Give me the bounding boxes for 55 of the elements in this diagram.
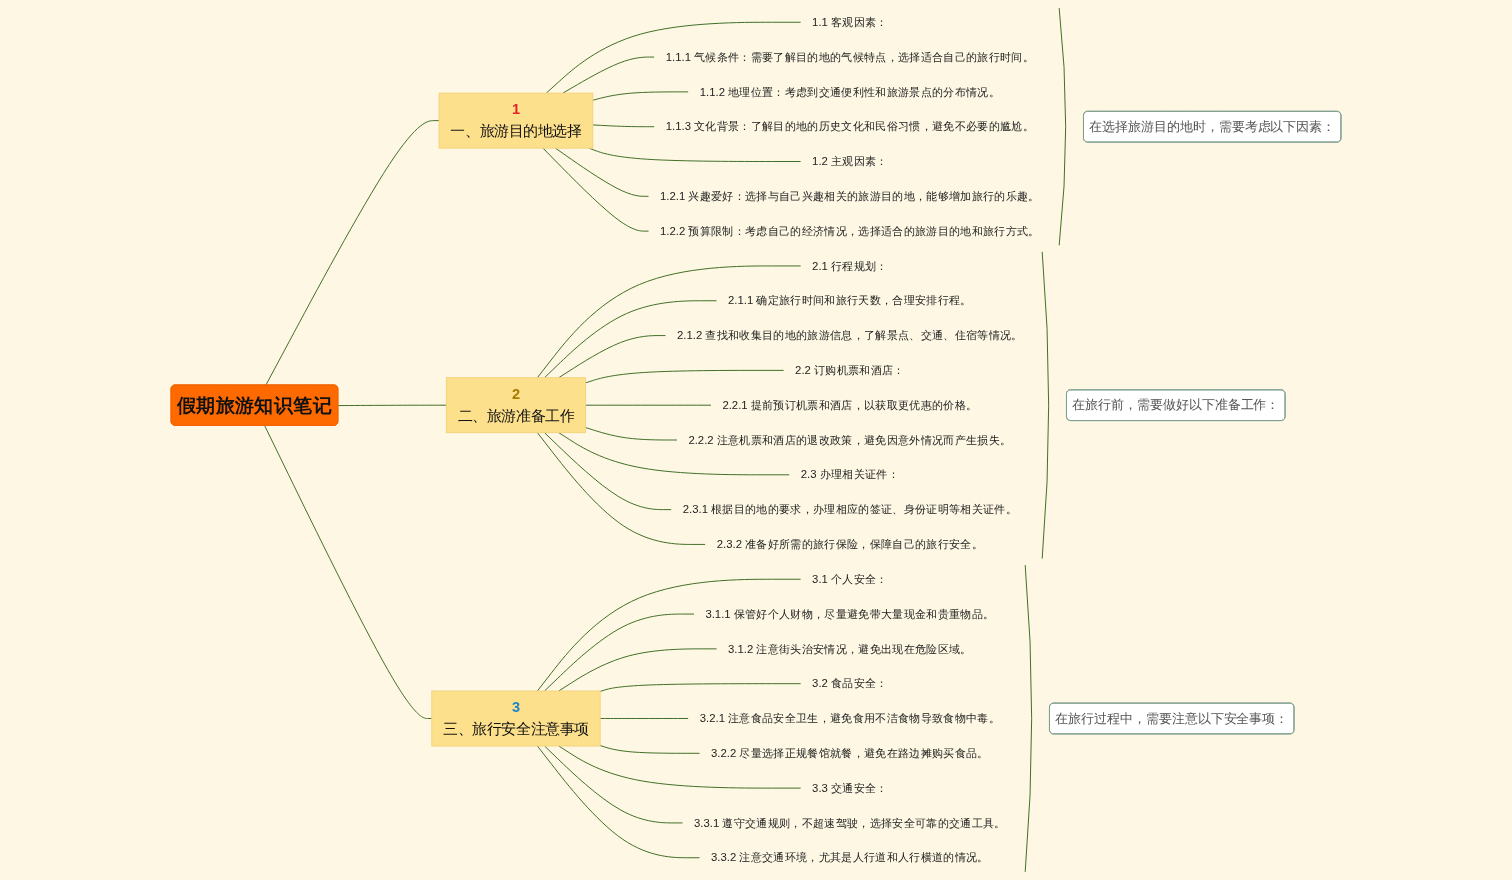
node-text: 1.2 主观因素： [812,154,888,168]
connector [554,147,650,197]
connector [599,745,701,754]
node-text: 2.2.2 注意机票和酒店的退改政策，避免因意外情况而产生损失。 [688,433,1012,447]
connector [558,745,802,789]
node-text: 2.1.1 确定旅行时间和旅行天数，合理安排行程。 [728,293,972,307]
node-text: 1.1.3 文化背景：了解目的地的历史文化和民俗习惯，避免不必要的尴尬。 [665,119,1035,133]
connector [562,56,655,94]
connector [592,124,655,128]
node-text: 3.1.1 保管好个人财物，尽量避免带大量现金和贵重物品。 [705,607,995,621]
node-box: 1 一、旅游目的地选择 [438,92,594,149]
connector [265,120,440,386]
node-text: 1.2.2 预算限制：考虑自己的经济情况，选择适合的旅游目的地和旅行方式。 [660,224,1040,238]
connector [536,265,802,379]
connector [599,718,689,719]
connector [544,432,672,511]
node-text: 3.3.2 注意交通环境，尤其是人行道和人行横道的情况。 [711,850,989,864]
connector [599,683,802,692]
node-text: 3.2.1 注意食品安全卫生，避免食用不洁食物导致食物中毒。 [699,711,1001,725]
node-text: 2.2 订购机票和酒店： [795,363,905,377]
connector [544,300,718,379]
node-text: 1.1.2 地理位置：考虑到交通便利性和旅游景点的分布情况。 [699,85,1001,98]
connector [558,648,718,692]
node-text: 3.2 食品安全： [812,676,888,690]
node-text: 1.2.1 兴趣爱好：选择与自己兴趣相关的旅游目的地，能够增加旅行的乐趣。 [660,189,1040,203]
node-text: 2.3 办理相关证件： [800,467,900,481]
node-text: 2.3.1 根据目的地的要求，办理相应的签证、身份证明等相关证件。 [682,502,1018,516]
connector [585,369,785,384]
node-text: 2.1.2 查找和收集目的地的旅游信息，了解景点、交通、住宿等情况。 [677,328,1023,342]
connector [545,21,802,94]
connector [536,745,701,859]
node-text: 3.3.1 遵守交通规则，不超速驾驶，选择安全可靠的交通工具。 [694,816,1006,829]
node-box: 2 二、旅游准备工作 [445,377,586,434]
node-text: 3.1.2 注意街头治安情况，避免出现在危险区域。 [728,641,972,655]
node-text: 1.1.1 气候条件：需要了解目的地的气候特点，选择适合自己的旅行时间。 [665,50,1035,64]
node-text: 2.2.1 提前预订机票和酒店，以获取更优惠的价格。 [722,398,978,412]
connector [544,745,684,824]
node-text: 2.1 行程规划： [812,259,888,273]
node-text: 3.2.2 尽量选择正规餐馆就餐，避免在路边摊购买食品。 [711,746,989,760]
node-text: 3.1 个人安全： [812,572,888,586]
connector [558,335,667,379]
connector [585,404,712,406]
connector [264,425,433,719]
connector [542,147,650,232]
node-text: 3.3 交通安全： [812,781,888,795]
node-box: 3 三、旅行安全注意事项 [431,690,601,747]
node-text: 2.3.2 准备好所需的旅行保险，保障自己的旅行安全。 [716,537,984,551]
connector [536,578,802,692]
connector [558,432,790,476]
connector [592,91,689,101]
connector [585,427,678,441]
connector [536,432,706,545]
connector [544,613,695,692]
connector [337,404,447,407]
node-text: 1.1 客观因素： [812,15,888,29]
